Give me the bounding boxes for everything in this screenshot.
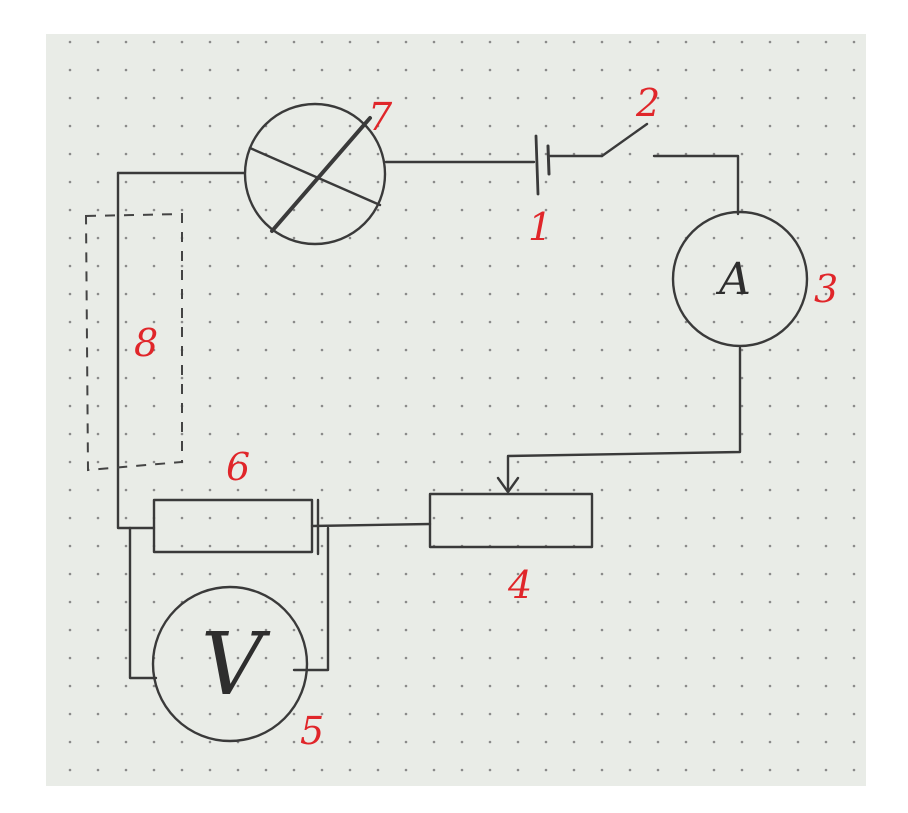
lamp-cross-line-1	[248, 146, 382, 207]
rheostat-slider-arrow	[496, 476, 520, 494]
wire-left-vertical	[116, 171, 156, 530]
dot-grid	[46, 34, 866, 786]
label-battery: 1	[528, 205, 552, 249]
dashed-region-outline	[84, 212, 183, 472]
rheostat-body	[428, 492, 594, 549]
label-voltmeter: 5	[300, 709, 324, 753]
label-lamp: 7	[368, 95, 393, 139]
voltmeter-symbol: V	[201, 615, 271, 715]
wire-switch-to-ammeter	[652, 154, 740, 216]
resistor-body	[152, 498, 314, 554]
label-ammeter: 3	[814, 267, 838, 311]
label-switch: 2	[635, 81, 660, 125]
label-rheostat: 4	[507, 563, 532, 607]
label-resistor: 6	[226, 445, 250, 489]
resistor	[152, 498, 314, 554]
voltmeter-lead-left	[128, 526, 158, 680]
voltmeter-circle	[151, 585, 309, 743]
dashed-region	[84, 212, 183, 472]
voltmeter: V	[151, 585, 309, 743]
lamp-cross-line-2	[270, 116, 372, 233]
lamp-circle	[243, 102, 387, 246]
wire-ammeter-to-rheostat	[506, 346, 742, 492]
voltmeter-lead-right	[292, 498, 330, 672]
rheostat	[428, 476, 594, 549]
battery-short-plate	[546, 144, 551, 176]
label-dashed-region: 8	[134, 321, 158, 365]
battery-long-plate	[534, 134, 540, 196]
ammeter-circle	[671, 210, 809, 348]
switch-lever	[600, 122, 649, 158]
battery	[534, 134, 551, 196]
ammeter: A	[671, 210, 809, 348]
wire-resistor-to-rheostat	[310, 522, 432, 528]
lamp	[243, 102, 387, 246]
switch	[600, 122, 649, 158]
ammeter-symbol: A	[715, 254, 751, 305]
